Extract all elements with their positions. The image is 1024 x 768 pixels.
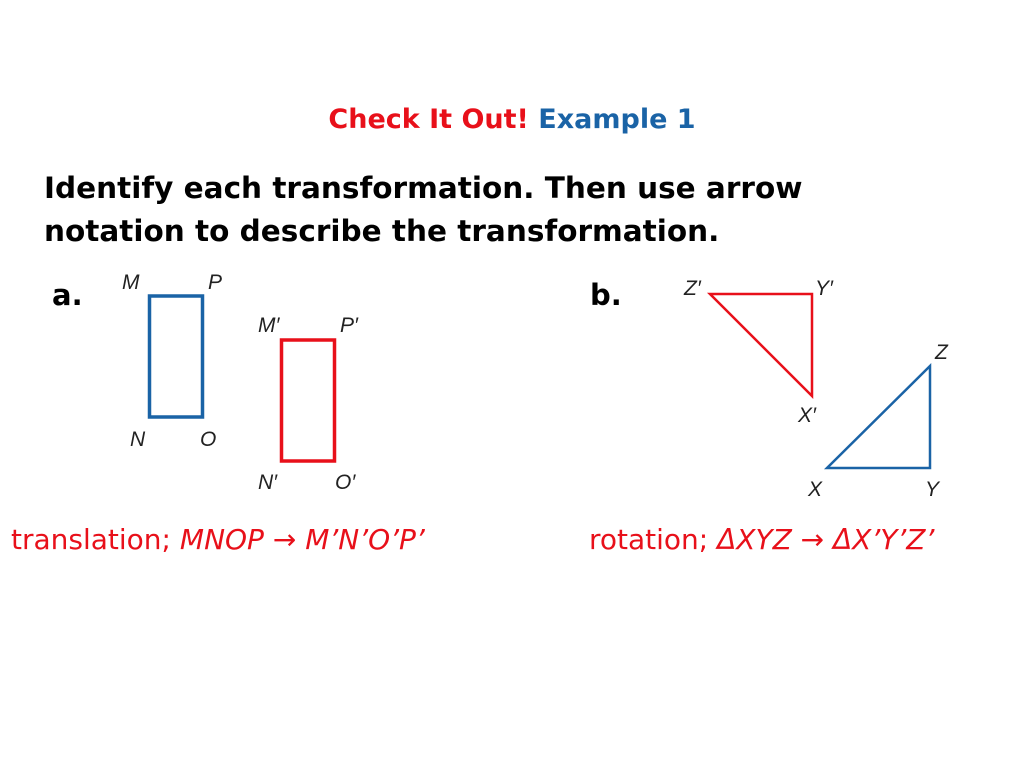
rectangle-mnop-prime bbox=[279, 338, 337, 463]
vertex-label-m: M bbox=[122, 271, 140, 294]
slide-title: Check It Out! Example 1 bbox=[0, 100, 1024, 140]
answer-b-notation: ΔXYZ → ΔX’Y’Z’ bbox=[717, 523, 935, 556]
vertex-label-n: N bbox=[130, 428, 146, 451]
triangle-xyz bbox=[823, 363, 932, 470]
vertex-label-m-prime: M′ bbox=[258, 314, 280, 337]
vertex-label-o-prime: O′ bbox=[335, 471, 356, 494]
vertex-label-p: P bbox=[208, 271, 222, 294]
part-a-label: a. bbox=[52, 278, 83, 312]
vertex-label-z: Z bbox=[934, 341, 949, 364]
answer-a-type: translation; bbox=[11, 523, 171, 556]
part-b-label: b. bbox=[590, 278, 622, 312]
instructions-line-1: Identify each transformation. Then use a… bbox=[44, 171, 803, 205]
answer-a-notation: MNOP → M’N’O’P’ bbox=[179, 523, 425, 556]
vertex-label-n-prime: N′ bbox=[258, 471, 278, 494]
triangle-xyz-prime bbox=[706, 292, 814, 400]
title-check-it-out: Check It Out! bbox=[328, 104, 529, 135]
vertex-label-x: X bbox=[807, 478, 823, 501]
answer-b: rotation; ΔXYZ → ΔX’Y’Z’ bbox=[589, 521, 934, 559]
instructions-line-2: notation to describe the transformation. bbox=[44, 214, 720, 248]
vertex-label-o: O bbox=[200, 428, 216, 451]
answer-b-type: rotation; bbox=[589, 523, 709, 556]
vertex-label-y: Y bbox=[925, 478, 941, 501]
title-example-number: Example 1 bbox=[538, 104, 696, 135]
vertex-label-x-prime: X′ bbox=[797, 404, 817, 427]
vertex-label-p-prime: P′ bbox=[340, 314, 359, 337]
rectangle-mnop bbox=[147, 294, 205, 419]
vertex-label-y-prime: Y′ bbox=[815, 277, 834, 300]
instructions: Identify each transformation. Then use a… bbox=[44, 167, 1004, 253]
answer-a: translation; MNOP → M’N’O’P’ bbox=[11, 521, 425, 559]
vertex-label-z-prime: Z′ bbox=[683, 277, 702, 300]
